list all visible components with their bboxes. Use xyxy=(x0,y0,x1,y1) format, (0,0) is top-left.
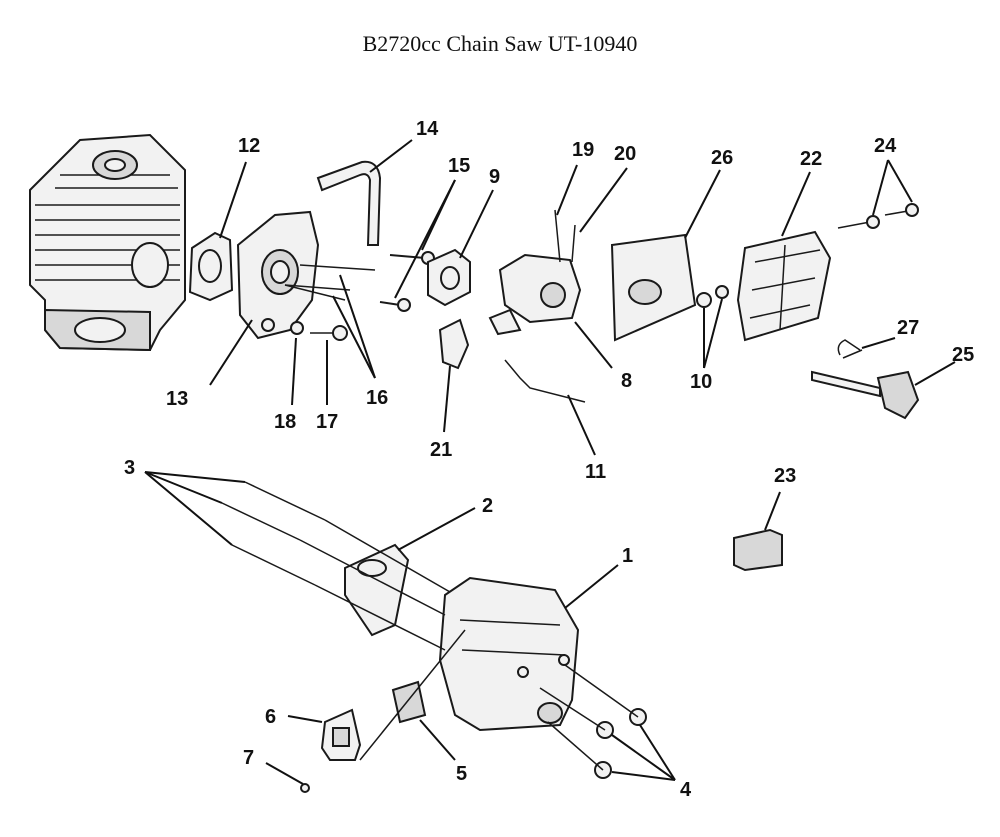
muffler-1 xyxy=(438,576,580,732)
callout-17: 17 xyxy=(316,411,338,433)
callout-24: 24 xyxy=(874,135,897,157)
callout-20: 20 xyxy=(614,143,636,165)
callout-22: 22 xyxy=(800,148,822,170)
callout-6: 6 xyxy=(265,706,276,728)
callout-19: 19 xyxy=(572,139,594,161)
air-filter-base-26 xyxy=(610,233,697,342)
gasket-12 xyxy=(188,231,234,302)
wire-11 xyxy=(504,359,586,403)
intake-manifold-13 xyxy=(236,210,320,340)
studs-16 xyxy=(284,264,376,301)
nuts-10 xyxy=(696,285,729,308)
callout-21: 21 xyxy=(430,439,452,461)
callout-2: 2 xyxy=(482,495,493,517)
carburetor-8 xyxy=(488,209,582,336)
bolts-15 xyxy=(379,251,435,312)
callout-1: 1 xyxy=(622,545,633,567)
callout-16: 16 xyxy=(366,387,388,409)
deflector-6 xyxy=(320,708,362,761)
callout-27: 27 xyxy=(897,317,919,339)
callout-26: 26 xyxy=(711,147,733,169)
callout-8: 8 xyxy=(621,370,632,392)
leader-lines xyxy=(144,139,956,785)
screws-24 xyxy=(837,203,919,229)
screen-5 xyxy=(391,680,427,724)
callout-11: 11 xyxy=(585,461,606,483)
air-filter-23 xyxy=(733,528,783,572)
washer-18 xyxy=(290,321,304,335)
cylinder xyxy=(29,133,186,352)
callout-4: 4 xyxy=(680,779,692,801)
callout-15: 15 xyxy=(448,155,470,177)
callout-labels: 1 2 3 4 5 6 7 8 9 10 11 12 13 14 15 16 1… xyxy=(124,118,974,801)
studs-3 xyxy=(221,481,326,586)
callout-18: 18 xyxy=(274,411,296,433)
air-filter-cover-22 xyxy=(736,230,832,342)
fuel-tube-14 xyxy=(316,160,382,246)
callout-23: 23 xyxy=(774,465,796,487)
callout-7: 7 xyxy=(243,747,254,769)
choke-lever-25 xyxy=(811,370,920,420)
callout-14: 14 xyxy=(416,118,439,140)
screw-17 xyxy=(310,325,348,341)
callout-25: 25 xyxy=(952,344,974,366)
callout-3: 3 xyxy=(124,457,135,479)
callout-9: 9 xyxy=(489,166,500,188)
throttle-link-21 xyxy=(438,318,470,370)
clip-27 xyxy=(837,339,863,359)
gasket-2 xyxy=(344,543,410,637)
callout-12: 12 xyxy=(238,135,260,157)
screw-7 xyxy=(300,783,310,793)
callout-13: 13 xyxy=(166,388,188,410)
callout-5: 5 xyxy=(456,763,467,785)
nuts-4 xyxy=(594,708,647,779)
callout-10: 10 xyxy=(690,371,712,393)
diagram-title: B2720cc Chain Saw UT-10940 xyxy=(362,31,638,56)
